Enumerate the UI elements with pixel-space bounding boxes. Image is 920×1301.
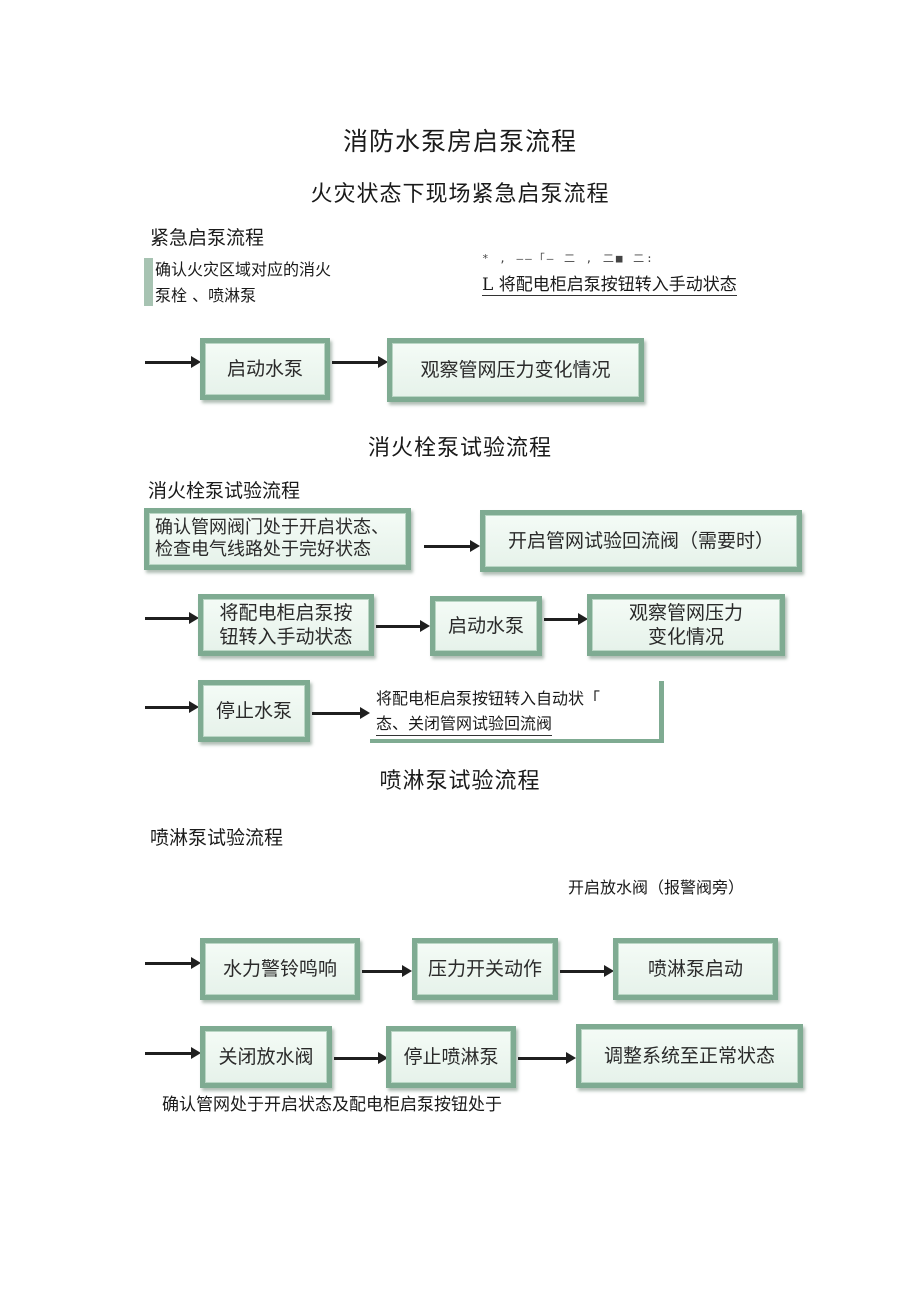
arrow: [518, 1052, 576, 1064]
box-close-drain: 关闭放水阀: [200, 1026, 332, 1088]
section-heading-sprinkler: 喷淋泵试验流程: [379, 769, 541, 794]
note-manual-mode: L 将配电柜启泵按钮转入手动状态: [482, 270, 737, 296]
note-confirm-line2: 泵栓 、喷淋泵: [155, 286, 257, 305]
note-confirm-line1: 确认火灾区域对应的消火: [155, 260, 332, 279]
box-stop-pump: 停止水泵: [198, 680, 310, 742]
box-observe-line2: 变化情况: [647, 626, 724, 648]
box-restore-system: 调整系统至正常状态: [576, 1024, 803, 1088]
section-heading-emergency: 火灾状态下现场紧急启泵流程: [310, 182, 610, 207]
box-manual-mode-line1: 将配电柜启泵按: [219, 602, 353, 624]
arrow: [362, 965, 412, 977]
box-pressure-switch: 压力开关动作: [412, 938, 558, 1000]
box-start-pump-2: 启动水泵: [430, 596, 542, 656]
box-manual-mode: 将配电柜启泵按 钮转入手动状态: [198, 594, 374, 656]
box-observe-pressure: 观察管网压力变化情况: [387, 338, 644, 402]
box-observe-line1: 观察管网压力: [628, 602, 743, 624]
box-confirm-valves-line1: 确认管网阀门处于开启状态、: [155, 517, 389, 538]
arrow: [560, 965, 614, 977]
arrow: [424, 540, 480, 552]
box-confirm-valves: 确认管网阀门处于开启状态、 检查电气线路处于完好状态: [144, 508, 411, 570]
box-manual-mode-line2: 钮转入手动状态: [219, 626, 353, 648]
arrow: [145, 1047, 201, 1059]
box-sprinkler-start: 喷淋泵启动: [613, 938, 778, 1000]
page-title: 消防水泵房启泵流程: [342, 127, 577, 156]
arrow: [145, 701, 199, 713]
note-bottom: 确认管网处于开启状态及配电柜启泵按钮处于: [162, 1095, 502, 1115]
box-auto-mode: 将配电柜启泵按钮转入自动状「 态、关闭管网试验回流阀: [370, 681, 664, 743]
margin-marker: [144, 258, 153, 306]
note-open-drain: 开启放水阀（报警阀旁）: [568, 878, 745, 897]
arrow: [544, 613, 588, 625]
box-auto-mode-line2: 态、关闭管网试验回流阀: [376, 713, 553, 736]
scan-noise: * , ——「— 二 , 二■ 二:: [482, 252, 655, 265]
arrow: [332, 356, 388, 368]
arrow: [334, 1052, 388, 1064]
box-alarm-bell: 水力警铃鸣响: [200, 938, 360, 1000]
box-stop-sprinkler: 停止喷淋泵: [386, 1026, 516, 1088]
subheading-emergency: 紧急启泵流程: [150, 227, 265, 249]
arrow: [312, 707, 370, 719]
box-auto-mode-line1: 将配电柜启泵按钮转入自动状「: [376, 689, 601, 708]
arrow: [376, 620, 430, 632]
subheading-sprinkler: 喷淋泵试验流程: [150, 827, 284, 849]
arrow: [145, 612, 199, 624]
box-start-pump: 启动水泵: [200, 338, 330, 400]
box-confirm-valves-line2: 检查电气线路处于完好状态: [155, 539, 371, 560]
arrow: [145, 356, 201, 368]
arrow: [145, 957, 201, 969]
box-observe-pressure-2: 观察管网压力 变化情况: [587, 594, 785, 656]
subheading-hydrant: 消火栓泵试验流程: [148, 480, 301, 502]
box-open-return-valve: 开启管网试验回流阀（需要时）: [480, 510, 802, 572]
section-heading-hydrant: 消火栓泵试验流程: [367, 436, 552, 461]
